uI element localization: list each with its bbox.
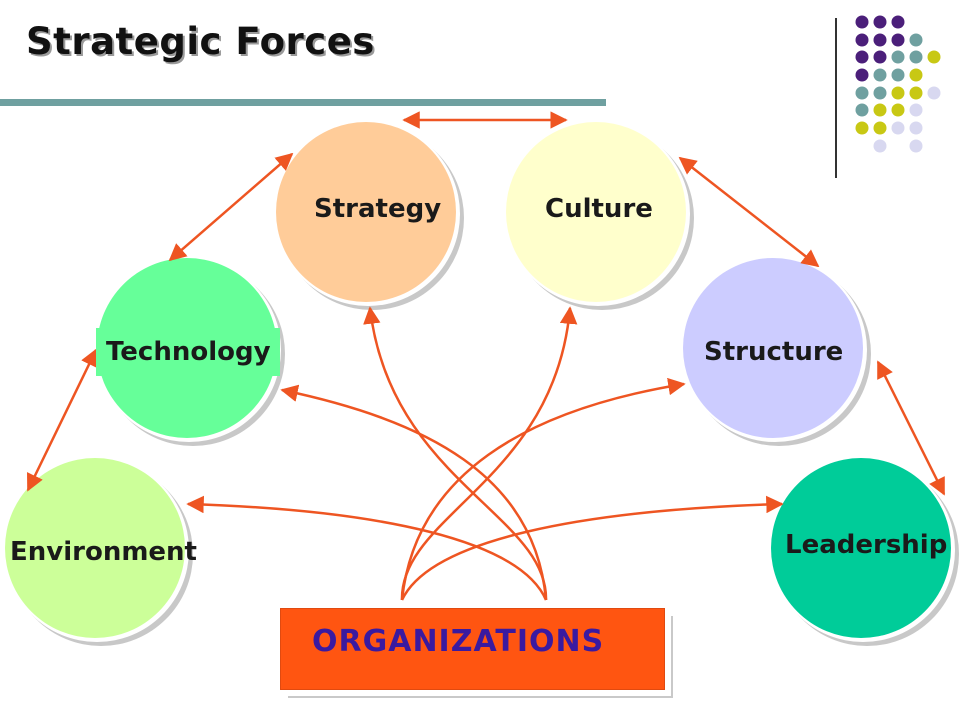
arrow-technology-environment — [26, 348, 98, 492]
arrow-strategy-technology — [168, 152, 294, 262]
organizations-box — [280, 608, 665, 690]
arrow-org-culture — [400, 306, 578, 601]
node-leadership-label: Leadership — [785, 530, 948, 560]
node-structure-label: Structure — [704, 337, 844, 367]
technology-label-backdrop — [96, 328, 280, 376]
arrow-org-leadership — [400, 495, 784, 601]
arrow-org-environment — [186, 495, 548, 601]
arrow-structure-leadership — [876, 360, 946, 496]
node-culture-circle — [506, 122, 694, 310]
arrow-org-technology — [280, 384, 548, 601]
arrow-org-strategy — [363, 306, 548, 601]
node-technology-label: Technology — [106, 337, 271, 367]
node-strategy-label: Strategy — [314, 194, 442, 224]
node-leadership-circle — [771, 458, 959, 646]
organizations-label: ORGANIZATIONS — [312, 624, 605, 659]
slide-title: Strategic Forces — [26, 20, 375, 63]
arrow-culture-structure — [678, 156, 820, 268]
arrow-org-structure — [400, 377, 686, 601]
node-structure-circle — [683, 258, 871, 446]
node-strategy-circle — [276, 122, 464, 310]
decorative-vertical-rule — [835, 18, 837, 178]
node-culture-label: Culture — [545, 194, 653, 224]
node-environment-label: Environment — [10, 537, 197, 567]
node-environment-circle — [5, 458, 193, 646]
title-underline — [0, 99, 606, 106]
decorative-dot-grid — [855, 15, 941, 153]
